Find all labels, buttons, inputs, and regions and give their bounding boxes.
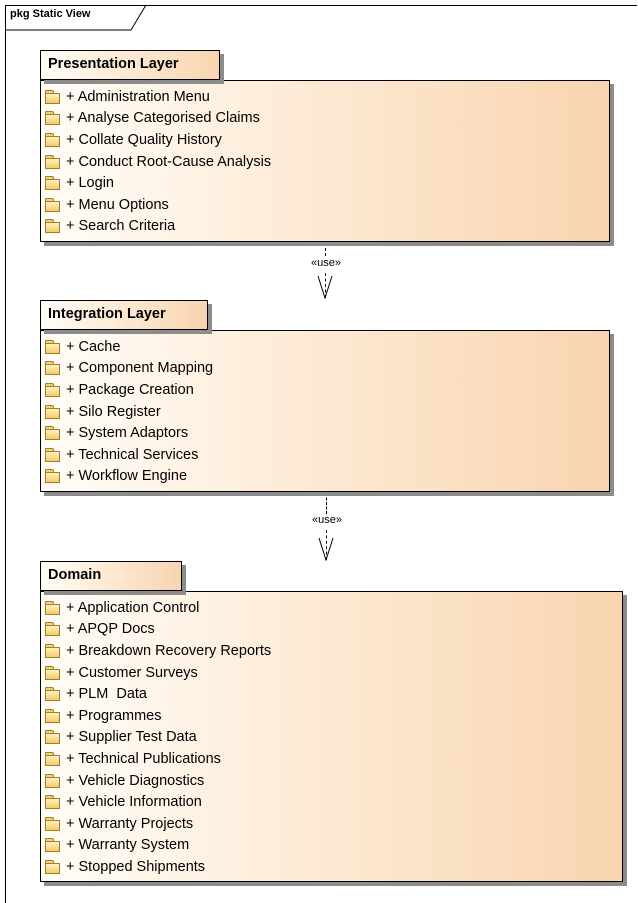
package-item[interactable]: + Technical Services [45,444,609,466]
package-item[interactable]: + Analyse Categorised Claims [45,108,609,130]
dependency-stereotype: «use» [310,257,342,269]
package-item-label: + APQP Docs [66,621,155,638]
package-item-label: + Vehicle Information [66,794,202,811]
folder-icon [45,361,60,376]
folder-icon [45,816,60,831]
package-item-label: + Collate Quality History [66,131,222,148]
package-item[interactable]: + PLM Data [45,683,622,705]
package-item-label: + Warranty Projects [66,815,194,832]
folder-icon [45,708,60,723]
folder-icon [45,773,60,788]
folder-icon [45,730,60,745]
dependency-line [325,243,326,261]
package-item[interactable]: + Breakdown Recovery Reports [45,640,622,662]
folder-icon [45,751,60,766]
folder-icon [45,838,60,853]
package-item-label: + Component Mapping [66,360,214,377]
folder-icon [45,89,60,104]
package-item-label: + Breakdown Recovery Reports [66,642,272,659]
folder-icon [45,339,60,354]
dependency-line [326,493,327,514]
folder-icon [45,469,60,484]
package-item[interactable]: + Collate Quality History [45,129,609,151]
package-item-label: + Stopped Shipments [66,858,206,875]
package-item[interactable]: + Search Criteria [45,216,609,238]
package-item-label: + Warranty System [66,837,190,854]
package-item[interactable]: + Stopped Shipments [45,856,622,878]
package-item[interactable]: + Warranty System [45,835,622,857]
package-item[interactable]: + Supplier Test Data [45,727,622,749]
package-item[interactable]: + Programmes [45,705,622,727]
package-item[interactable]: + Administration Menu [45,86,609,108]
folder-icon [45,447,60,462]
package-item[interactable]: + Warranty Projects [45,813,622,835]
package-item-label: + Silo Register [66,403,161,420]
package-item[interactable]: + Menu Options [45,194,609,216]
package-tab: Integration Layer [40,300,208,330]
package-item[interactable]: + Technical Publications [45,748,622,770]
package-item[interactable]: + Conduct Root-Cause Analysis [45,151,609,173]
folder-icon [45,132,60,147]
folder-icon [45,219,60,234]
diagram-frame [5,5,637,903]
package-item-label: + Conduct Root-Cause Analysis [66,153,272,170]
folder-icon [45,197,60,212]
package-item[interactable]: + Package Creation [45,379,609,401]
package-item-label: + Programmes [66,707,162,724]
package-item[interactable]: + Cache [45,336,609,358]
package-item[interactable]: + System Adaptors [45,422,609,444]
package-item[interactable]: + Login [45,172,609,194]
package-item-label: + PLM Data [66,686,147,703]
folder-icon [45,111,60,126]
folder-icon [45,665,60,680]
arrowhead-icon [318,537,334,561]
package-item-label: + Vehicle Diagnostics [66,772,205,789]
package-body: + Application Control + APQP Docs + Brea… [40,591,623,882]
package-item-label: + System Adaptors [66,425,189,442]
dependency-line [326,530,327,560]
folder-icon [45,404,60,419]
package-item-label: + Analyse Categorised Claims [66,110,260,127]
arrowhead-icon [317,275,333,299]
folder-icon [45,426,60,441]
package-body: + Cache + Component Mapping + Package Cr… [40,330,610,492]
folder-icon [45,154,60,169]
package-item[interactable]: + APQP Docs [45,619,622,641]
package-item-label: + Menu Options [66,196,169,213]
dependency-line [325,273,326,298]
folder-icon [45,687,60,702]
folder-icon [45,622,60,637]
package-body: + Administration Menu + Analyse Categori… [40,80,610,242]
package-item-label: + Search Criteria [66,218,176,235]
package-item-label: + Administration Menu [66,88,210,105]
package-item-label: + Supplier Test Data [66,729,197,746]
package-item-label: + Workflow Engine [66,468,188,485]
package-tab: Domain [40,561,182,591]
package-item[interactable]: + Vehicle Diagnostics [45,770,622,792]
folder-icon [45,600,60,615]
package-item-label: + Cache [66,338,121,355]
folder-icon [45,643,60,658]
frame-label-tab [5,5,147,31]
folder-icon [45,795,60,810]
package-item[interactable]: + Vehicle Information [45,791,622,813]
folder-icon [45,176,60,191]
package-item-label: + Customer Surveys [66,664,198,681]
folder-icon [45,859,60,874]
package-item[interactable]: + Customer Surveys [45,662,622,684]
package-tab: Presentation Layer [40,50,220,80]
package-item[interactable]: + Component Mapping [45,358,609,380]
package-item-label: + Application Control [66,599,200,616]
package-item-label: + Technical Publications [66,750,221,767]
frame-label: pkg Static View [10,8,91,20]
package-item-label: + Technical Services [66,446,199,463]
folder-icon [45,382,60,397]
package-item-label: + Login [66,175,114,192]
package-item[interactable]: + Workflow Engine [45,466,609,488]
package-item-label: + Package Creation [66,381,194,398]
package-item[interactable]: + Silo Register [45,401,609,423]
package-item[interactable]: + Application Control [45,597,622,619]
dependency-stereotype: «use» [311,514,343,526]
